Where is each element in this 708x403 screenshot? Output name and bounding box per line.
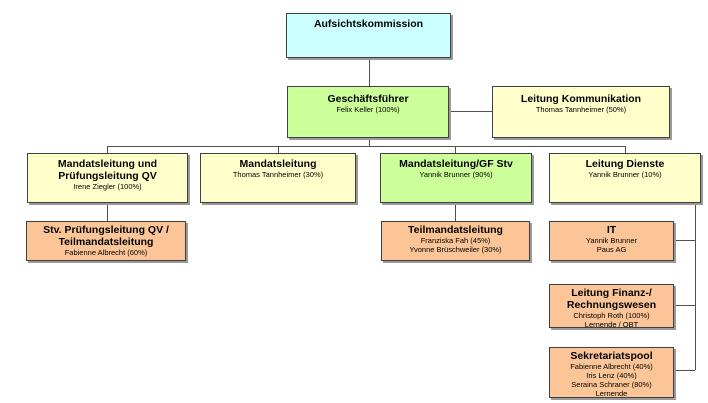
node-person: Yannik Brunner (10%): [588, 170, 662, 179]
node-persons: Yannik Brunner Paus AG: [585, 236, 638, 254]
connector-gf-down: [369, 138, 370, 146]
node-mandatsleitung-gf-stv: Mandatsleitung/GF Stv Yannik Brunner (90…: [380, 153, 532, 203]
node-person: Fabienne Albrecht (60%): [64, 248, 148, 257]
connector-dienste-vertical: [695, 203, 696, 370]
node-persons: Fabienne Albrecht (40%) Iris Lenz (40%) …: [570, 362, 653, 398]
node-stv-pruefungsleitung: Stv. Prüfungsleitung QV / Teilmandatslei…: [26, 221, 186, 261]
node-leitung-dienste: Leitung Dienste Yannik Brunner (10%): [549, 153, 701, 203]
connector-gf-kommunikation: [449, 111, 492, 112]
node-title: IT: [606, 224, 617, 236]
node-title: Leitung Dienste: [585, 158, 665, 170]
node-title: Stv. Prüfungsleitung QV / Teilmandatslei…: [43, 224, 169, 248]
connector-horizontal-bus: [107, 146, 625, 147]
node-person: Felix Keller (100%): [336, 105, 400, 114]
connector-top-gf: [369, 58, 370, 86]
connector-dienste-finanz: [674, 305, 695, 306]
node-person: Thomas Tannheimer (50%): [535, 105, 627, 114]
node-sekretariatspool: Sekretariatspool Fabienne Albrecht (40%)…: [549, 347, 674, 398]
node-mandatsleitung: Mandatsleitung Thomas Tannheimer (30%): [200, 153, 356, 203]
node-teilmandatsleitung: Teilmandatsleitung Franziska Fah (45%) Y…: [381, 221, 530, 261]
node-title: Sekretariatspool: [570, 350, 653, 362]
connector-to-mandpruef: [107, 146, 108, 153]
node-person: Irene Ziegler (100%): [73, 182, 142, 191]
node-geschaeftsfuehrer: Geschäftsführer Felix Keller (100%): [287, 86, 449, 138]
connector-mandgf-teilmand: [455, 203, 456, 221]
node-person: Thomas Tannheimer (30%): [232, 170, 324, 179]
node-title: Mandatsleitung: [239, 158, 317, 170]
node-title: Teilmandatsleitung: [408, 224, 503, 236]
connector-dienste-sekretariat: [674, 370, 695, 371]
node-persons: Christoph Roth (100%) Lernende / OBT: [573, 311, 650, 329]
node-it: IT Yannik Brunner Paus AG: [549, 221, 674, 261]
node-person: Yannik Brunner (90%): [419, 170, 493, 179]
node-title: Leitung Kommunikation: [520, 93, 642, 105]
node-leitung-finanz: Leitung Finanz-/ Rechnungswesen Christop…: [549, 284, 674, 329]
node-title: Aufsichtskommission: [313, 18, 424, 30]
connector-dienste-it: [674, 240, 695, 241]
connector-to-mandgf: [455, 146, 456, 153]
node-title: Mandatsleitung/GF Stv: [399, 158, 513, 170]
node-mandatsleitung-pruefungsleitung: Mandatsleitung und Prüfungsleitung QV Ir…: [27, 153, 188, 203]
node-title: Leitung Finanz-/ Rechnungswesen: [566, 287, 657, 311]
node-title: Geschäftsführer: [327, 93, 409, 105]
connector-mandpruef-stvpruef: [107, 203, 108, 221]
node-title: Mandatsleitung und Prüfungsleitung QV: [57, 158, 158, 182]
node-leitung-kommunikation: Leitung Kommunikation Thomas Tannheimer …: [492, 86, 670, 138]
node-aufsichtskommission: Aufsichtskommission: [286, 13, 451, 58]
connector-to-dienste: [625, 146, 626, 153]
connector-to-mand: [278, 146, 279, 153]
node-persons: Franziska Fah (45%) Yvonne Brüschweiler …: [409, 236, 502, 254]
